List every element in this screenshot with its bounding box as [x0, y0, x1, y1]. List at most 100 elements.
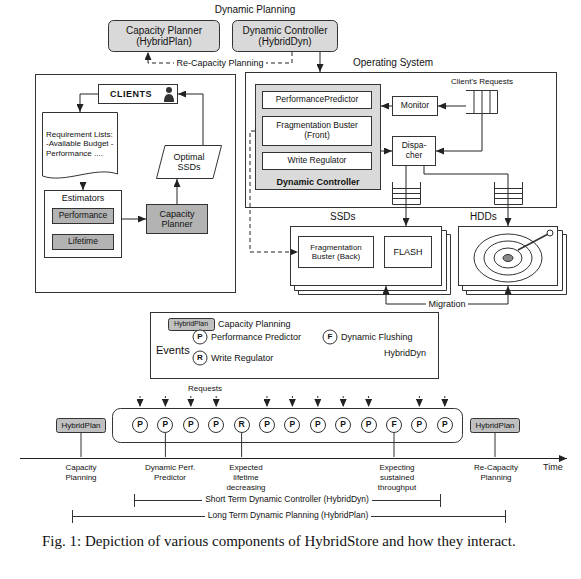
node-label: P	[417, 420, 423, 430]
event-circle: P	[284, 417, 300, 433]
request-arrow	[140, 396, 141, 407]
axis-label: Time	[543, 462, 573, 473]
node-label: Requirement Lists: -Available Budget -Pe…	[46, 130, 114, 158]
connector	[436, 114, 482, 151]
planner-panel	[36, 75, 236, 293]
connector	[438, 106, 466, 107]
event-circle: P	[361, 417, 377, 433]
timeline-note: Dynamic Perf. Predictor	[140, 463, 200, 483]
module-box: Fragmentation Buster (Front)	[262, 116, 372, 146]
legend-plan-swatch	[169, 319, 215, 331]
node-label: P	[315, 420, 321, 430]
legend-event-swatch	[193, 351, 207, 365]
node-label: P	[290, 420, 296, 430]
os-region: Operating SystemClient's RequestsDynamic…	[245, 72, 557, 208]
request-queue: Client's Requests	[466, 90, 498, 114]
legend-heading: Events	[156, 344, 196, 357]
request-arrow	[216, 396, 217, 407]
connector	[320, 52, 321, 72]
event-circle: P	[310, 417, 326, 433]
node-label: P	[340, 420, 346, 430]
legend-text: Dynamic Flushing	[341, 331, 413, 343]
leader-line	[241, 433, 242, 457]
box-outline	[385, 237, 432, 268]
parallelogram-outline	[157, 146, 222, 179]
request-arrow	[343, 396, 344, 407]
connector	[178, 94, 203, 145]
node-label: P	[137, 420, 143, 430]
node-label: Fragmentation Buster (Back)	[301, 243, 371, 261]
legend-text: Write Regulator	[211, 352, 273, 364]
bracket-label: Short Term Dynamic Controller (HybridDyn…	[202, 494, 372, 504]
event-circle: F	[386, 417, 402, 433]
box-outline	[459, 227, 558, 286]
clients-box: CLIENTS	[98, 84, 178, 104]
controller-box: Dynamic ControllerPerformancePredictorFr…	[255, 84, 381, 190]
box-outline	[471, 419, 520, 433]
edge-label: Migration	[426, 299, 467, 310]
connector	[80, 94, 98, 112]
leader-line	[495, 433, 496, 457]
request-arrow	[368, 396, 369, 407]
node-label: Operating System	[353, 57, 433, 69]
box-outline	[53, 209, 114, 224]
node-label: Estimators	[44, 190, 122, 203]
circle-outline	[158, 418, 173, 433]
event-circle: R	[234, 417, 250, 433]
circle-outline	[437, 418, 452, 433]
estimator-box: Performance	[52, 208, 114, 224]
requirements-document: Requirement Lists: -Available Budget -Pe…	[42, 112, 118, 182]
node-label: PerformancePredictor	[276, 95, 359, 105]
box-outline	[99, 85, 178, 104]
connector	[381, 151, 392, 152]
request-arrow	[165, 396, 166, 407]
plan-box: HybridPlan	[56, 418, 106, 433]
disk-platter	[474, 234, 542, 282]
figure-caption: Fig. 1: Depiction of various components …	[42, 532, 532, 551]
circle-outline	[133, 418, 148, 433]
module-box: PerformancePredictor	[262, 91, 372, 109]
node-label: HDDs	[470, 211, 497, 223]
circle-outline	[209, 418, 224, 433]
circle-outline	[310, 418, 325, 433]
disk-platter	[494, 248, 522, 268]
bracket-tick	[72, 510, 73, 523]
disk-pivot	[547, 230, 553, 236]
node-label: Optimal SSDs	[166, 152, 212, 173]
edge-label: Re-Capacity Planning	[174, 58, 265, 69]
timeline-note: Re-Capacity Planning	[468, 463, 524, 483]
node-label: Write Regulator	[288, 156, 347, 166]
person-icon	[166, 87, 172, 93]
connector	[177, 179, 178, 204]
connector	[424, 166, 508, 226]
planner-box: Capacity Planner (HybridPlan)	[108, 20, 220, 52]
swatch-letter: R	[193, 352, 207, 364]
request-arrow	[444, 396, 445, 407]
node-label: F	[391, 420, 396, 430]
group-label: HybridDyn	[384, 348, 434, 359]
node-label: FLASH	[393, 247, 422, 257]
timeline-note: Capacity Planning	[56, 463, 106, 483]
leader-line	[165, 433, 166, 457]
circle-outline	[361, 418, 376, 433]
node-label: Performance	[59, 211, 108, 221]
node-label: HybridPlan	[475, 421, 514, 430]
event-circle: P	[411, 417, 427, 433]
request-arrows	[140, 396, 445, 407]
module-box: Write Regulator	[262, 152, 372, 170]
request-arrow	[419, 396, 420, 407]
output-parallelogram: Optimal SSDs	[156, 145, 222, 179]
leader-lines	[81, 433, 495, 457]
request-queue-outline	[466, 90, 498, 114]
node-label: Capacity Planner	[148, 209, 206, 230]
circle-outline	[387, 418, 402, 433]
box-outline	[263, 92, 372, 109]
request-arrow	[317, 396, 318, 407]
box-outline	[263, 117, 372, 146]
circle-outline	[260, 418, 275, 433]
box-outline	[246, 73, 557, 208]
event-circle: P	[335, 417, 351, 433]
request-arrow	[190, 396, 191, 407]
estimator-box: Lifetime	[52, 234, 114, 250]
